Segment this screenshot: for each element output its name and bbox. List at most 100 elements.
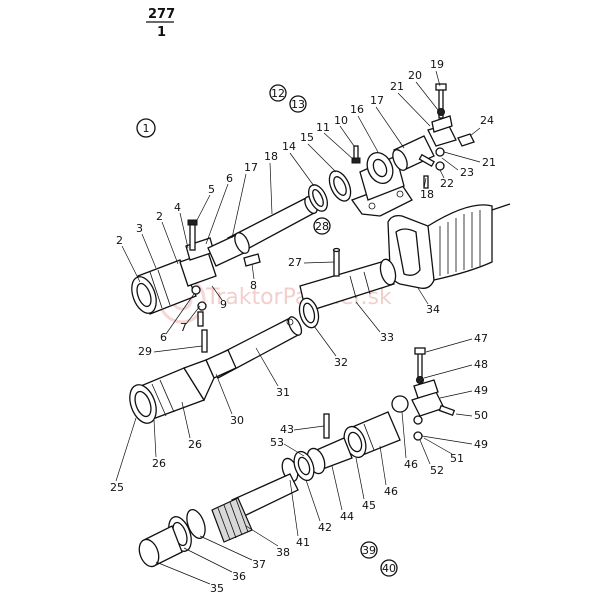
middle-pin bbox=[201, 329, 208, 353]
part-label: 35 bbox=[155, 561, 224, 595]
part-label: 9 bbox=[211, 285, 227, 311]
svg-text:19: 19 bbox=[430, 58, 444, 71]
lower-drum bbox=[343, 411, 401, 459]
part-label: 31 bbox=[255, 347, 290, 399]
svg-text:27: 27 bbox=[288, 256, 302, 269]
svg-text:51: 51 bbox=[450, 452, 464, 465]
part-label: 10 bbox=[334, 114, 355, 147]
small-pin bbox=[243, 253, 261, 267]
svg-text:23: 23 bbox=[460, 166, 474, 179]
part-label: 16 bbox=[350, 103, 379, 153]
svg-text:26: 26 bbox=[152, 457, 166, 470]
part-label: 6 bbox=[205, 172, 233, 245]
group-marker: 13 bbox=[289, 95, 307, 113]
svg-text:14: 14 bbox=[282, 140, 296, 153]
part-label: 34 bbox=[417, 287, 440, 316]
part-label: 18 bbox=[264, 150, 278, 215]
part-label: 37 bbox=[199, 535, 266, 571]
svg-text:9: 9 bbox=[220, 298, 227, 311]
svg-text:39: 39 bbox=[362, 544, 376, 557]
part-label: 51 bbox=[423, 437, 464, 465]
gear-housing bbox=[387, 203, 511, 289]
part-label: 25 bbox=[110, 417, 137, 494]
part-label: 50 bbox=[455, 409, 488, 422]
part-label: 53 bbox=[270, 436, 305, 457]
part-label: 18 bbox=[420, 177, 434, 201]
part-label: 24 bbox=[469, 114, 494, 137]
part-label: 36 bbox=[183, 547, 246, 583]
middle-shaft bbox=[205, 316, 303, 379]
svg-text:11: 11 bbox=[316, 121, 330, 134]
part-label: 26 bbox=[152, 419, 166, 470]
part-label: 8 bbox=[250, 263, 257, 292]
part-label: 17 bbox=[231, 161, 258, 239]
part-label: 26 bbox=[181, 401, 202, 451]
svg-text:31: 31 bbox=[276, 386, 290, 399]
part-label: 52 bbox=[419, 439, 444, 477]
group-marker: 40 bbox=[380, 559, 398, 577]
svg-text:53: 53 bbox=[270, 436, 284, 449]
svg-text:47: 47 bbox=[474, 332, 488, 345]
svg-text:10: 10 bbox=[334, 114, 348, 127]
part-label: 11 bbox=[316, 121, 355, 161]
svg-text:21: 21 bbox=[390, 80, 404, 93]
part-label: 19 bbox=[430, 58, 444, 87]
group-marker: 1 bbox=[136, 118, 156, 138]
upper-cross-block bbox=[418, 83, 475, 189]
group-marker: 12 bbox=[269, 84, 287, 102]
svg-text:17: 17 bbox=[244, 161, 258, 174]
part-label: 7 bbox=[180, 305, 201, 334]
part-label: 46 bbox=[379, 445, 398, 498]
pin bbox=[332, 247, 341, 277]
part-label: 17 bbox=[370, 94, 405, 149]
group-marker: 39 bbox=[360, 541, 378, 559]
svg-text:46: 46 bbox=[384, 485, 398, 498]
svg-text:37: 37 bbox=[252, 558, 266, 571]
svg-text:15: 15 bbox=[300, 131, 314, 144]
part-label: 14 bbox=[282, 140, 315, 187]
svg-text:13: 13 bbox=[291, 98, 305, 111]
part-label: 45 bbox=[355, 457, 376, 512]
svg-text:33: 33 bbox=[380, 331, 394, 344]
part-label: 30 bbox=[215, 373, 244, 427]
svg-text:35: 35 bbox=[210, 582, 224, 595]
part-label: 43 bbox=[280, 423, 325, 436]
splined-shaft bbox=[211, 473, 299, 543]
part-label: 48 bbox=[423, 358, 488, 379]
svg-text:8: 8 bbox=[250, 279, 257, 292]
svg-text:3: 3 bbox=[136, 222, 143, 235]
svg-text:17: 17 bbox=[370, 94, 384, 107]
part-label: 47 bbox=[425, 332, 488, 353]
part-label: 21 bbox=[390, 80, 431, 127]
svg-text:1: 1 bbox=[143, 122, 150, 135]
svg-text:24: 24 bbox=[480, 114, 494, 127]
svg-text:7: 7 bbox=[180, 321, 187, 334]
bottom-rings bbox=[138, 508, 206, 568]
part-label: 20 bbox=[408, 69, 439, 111]
part-label: 42 bbox=[305, 479, 332, 534]
sheet-sub-number: 1 bbox=[157, 25, 166, 40]
part-label: 15 bbox=[300, 131, 337, 173]
part-label: 2 bbox=[156, 210, 179, 265]
part-label: 23 bbox=[441, 157, 474, 179]
part-label: 38 bbox=[245, 525, 290, 559]
svg-text:12: 12 bbox=[271, 87, 285, 100]
svg-text:41: 41 bbox=[296, 536, 310, 549]
coupling-sleeve bbox=[392, 135, 435, 171]
part-label: 29 bbox=[138, 345, 203, 358]
bearing-housing bbox=[350, 151, 413, 217]
svg-text:18: 18 bbox=[264, 150, 278, 163]
part-label: 5 bbox=[195, 183, 215, 223]
part-label: 33 bbox=[355, 301, 394, 344]
svg-text:26: 26 bbox=[188, 438, 202, 451]
svg-text:25: 25 bbox=[110, 481, 124, 494]
part-label: 21 bbox=[443, 151, 496, 169]
svg-text:49: 49 bbox=[474, 438, 488, 451]
cross-block bbox=[179, 219, 217, 327]
svg-text:46: 46 bbox=[404, 458, 418, 471]
part-label: 44 bbox=[331, 465, 354, 523]
svg-text:4: 4 bbox=[174, 201, 181, 214]
svg-text:2: 2 bbox=[156, 210, 163, 223]
part-label: 22 bbox=[439, 169, 454, 190]
